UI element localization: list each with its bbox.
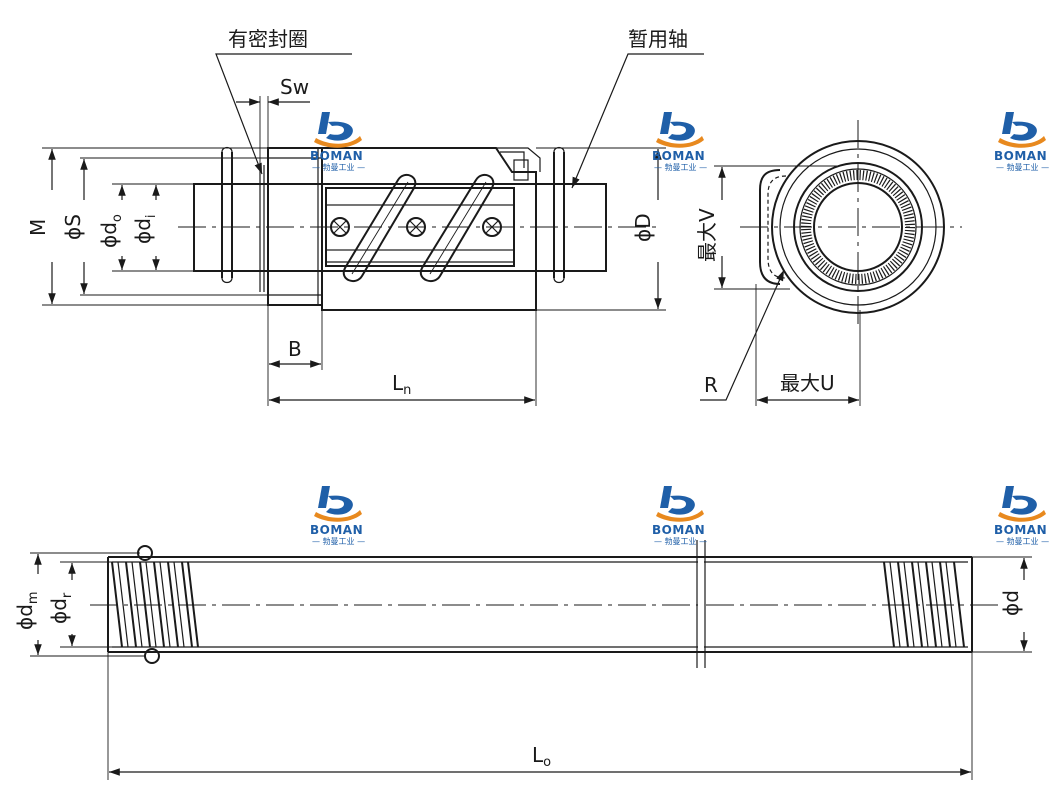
shaft-break [696,540,706,668]
phi-dm-label: ϕdm [13,591,41,630]
temp-shaft-callout-label: 暂用轴 [628,27,688,51]
phi-di-label: ϕdi [131,214,159,244]
seal-callout-label: 有密封圈 [228,27,308,51]
svg-text:BOMAN: BOMAN [994,149,1047,163]
thread-right [883,561,965,648]
screw-shaft-view: ϕdm ϕdr ϕd Lo [13,540,1032,780]
m-dim-label: M [26,219,50,236]
shaft-clip-left [221,146,233,284]
svg-text:BOMAN: BOMAN [652,149,705,163]
end-ring-2 [779,148,937,306]
svg-text:— 勃曼工业 —: — 勃曼工业 — [654,162,707,172]
phi-s-label: ϕS [61,214,85,240]
grease-nipple [513,159,529,181]
phi-do-label: ϕdo [97,214,125,248]
shaft-clip-right [553,146,565,284]
screw-middle [406,217,426,237]
svg-text:BOMAN: BOMAN [310,149,363,163]
watermark-4: BOMAN — 勃曼工业 — [310,486,365,546]
seal-leader [215,53,352,175]
svg-text:— 勃曼工业 —: — 勃曼工业 — [996,536,1049,546]
watermark-3: BOMAN — 勃曼工业 — [994,112,1049,172]
phi-d-right-label: ϕd [999,590,1023,616]
watermark-6: BOMAN — 勃曼工业 — [994,486,1049,546]
ln-dim-label: Ln [392,371,411,398]
thread-left [111,561,199,648]
screw-right [482,217,502,237]
end-ball-ring [801,170,915,284]
return-tube-left [342,173,417,283]
svg-text:BOMAN: BOMAN [652,523,705,537]
r-leader [700,269,785,401]
sw-label: Sw [280,75,309,99]
end-ring-3 [793,162,923,292]
end-bore [813,182,903,272]
screw-left [330,217,350,237]
b-dim-label: B [288,337,302,361]
phi-dr-label: ϕdr [47,592,75,624]
lo-dim-label: Lo [532,743,551,770]
nut-side-view: 有密封圈 暂用轴 Sw M ϕS ϕdo ϕdi [26,27,704,406]
temp-shaft-leader [571,53,704,189]
svg-text:— 勃曼工业 —: — 勃曼工业 — [654,536,707,546]
return-cap [759,169,781,285]
phi-d-big-label: ϕD [631,213,655,242]
svg-text:BOMAN: BOMAN [310,523,363,537]
nut-top-corner [496,147,541,172]
watermark-2: BOMAN — 勃曼工业 — [652,112,707,172]
svg-text:BOMAN: BOMAN [994,523,1047,537]
r-label: R [704,373,718,397]
return-tube-right [419,173,495,283]
nut-body [321,147,537,311]
end-outer-circle [771,140,945,314]
svg-text:— 勃曼工业 —: — 勃曼工业 — [312,536,365,546]
temp-shaft-body [193,183,607,272]
watermark-5: BOMAN — 勃曼工业 — [652,486,707,546]
watermark-1: BOMAN — 勃曼工业 — [310,112,365,172]
max-v-label: 最大V [695,208,719,262]
nut-end-view: 最大V R 最大U [695,120,962,406]
svg-text:— 勃曼工业 —: — 勃曼工业 — [312,162,365,172]
svg-text:— 勃曼工业 —: — 勃曼工业 — [996,162,1049,172]
max-u-label: 最大U [780,371,835,395]
